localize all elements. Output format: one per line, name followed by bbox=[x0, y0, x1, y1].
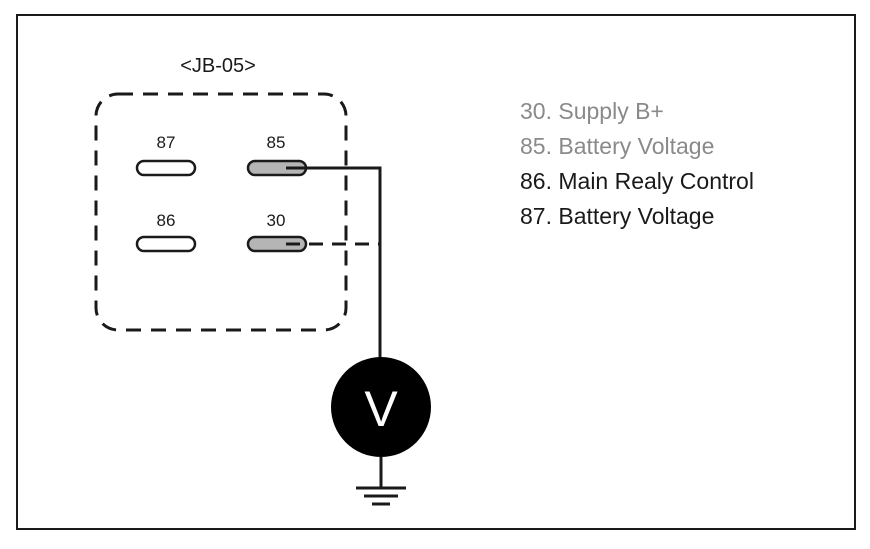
junction-box-outline bbox=[94, 92, 348, 332]
ground-icon bbox=[356, 457, 406, 506]
legend-item-87: 87. Battery Voltage bbox=[520, 203, 715, 229]
svg-text:V: V bbox=[364, 381, 398, 437]
legend-item-30: 30. Supply B+ bbox=[520, 98, 664, 124]
pin-87-label: 87 bbox=[157, 133, 176, 152]
diagram-frame bbox=[16, 14, 856, 530]
wire-pin-85 bbox=[286, 166, 382, 358]
pin-30-terminal bbox=[246, 235, 308, 253]
legend-item-85: 85. Battery Voltage bbox=[520, 133, 715, 159]
junction-box-title: <JB-05> bbox=[180, 55, 256, 77]
pin-30-label: 30 bbox=[267, 211, 286, 230]
voltmeter-icon: V bbox=[331, 357, 431, 457]
legend-item-86: 86. Main Realy Control bbox=[520, 168, 754, 194]
pin-86-terminal bbox=[135, 235, 197, 253]
pin-87-terminal bbox=[135, 159, 197, 177]
pin-86-label: 86 bbox=[157, 211, 176, 230]
pin-85-label: 85 bbox=[267, 133, 286, 152]
pin-legend: 30. Supply B+ 85. Battery Voltage 86. Ma… bbox=[520, 94, 754, 234]
